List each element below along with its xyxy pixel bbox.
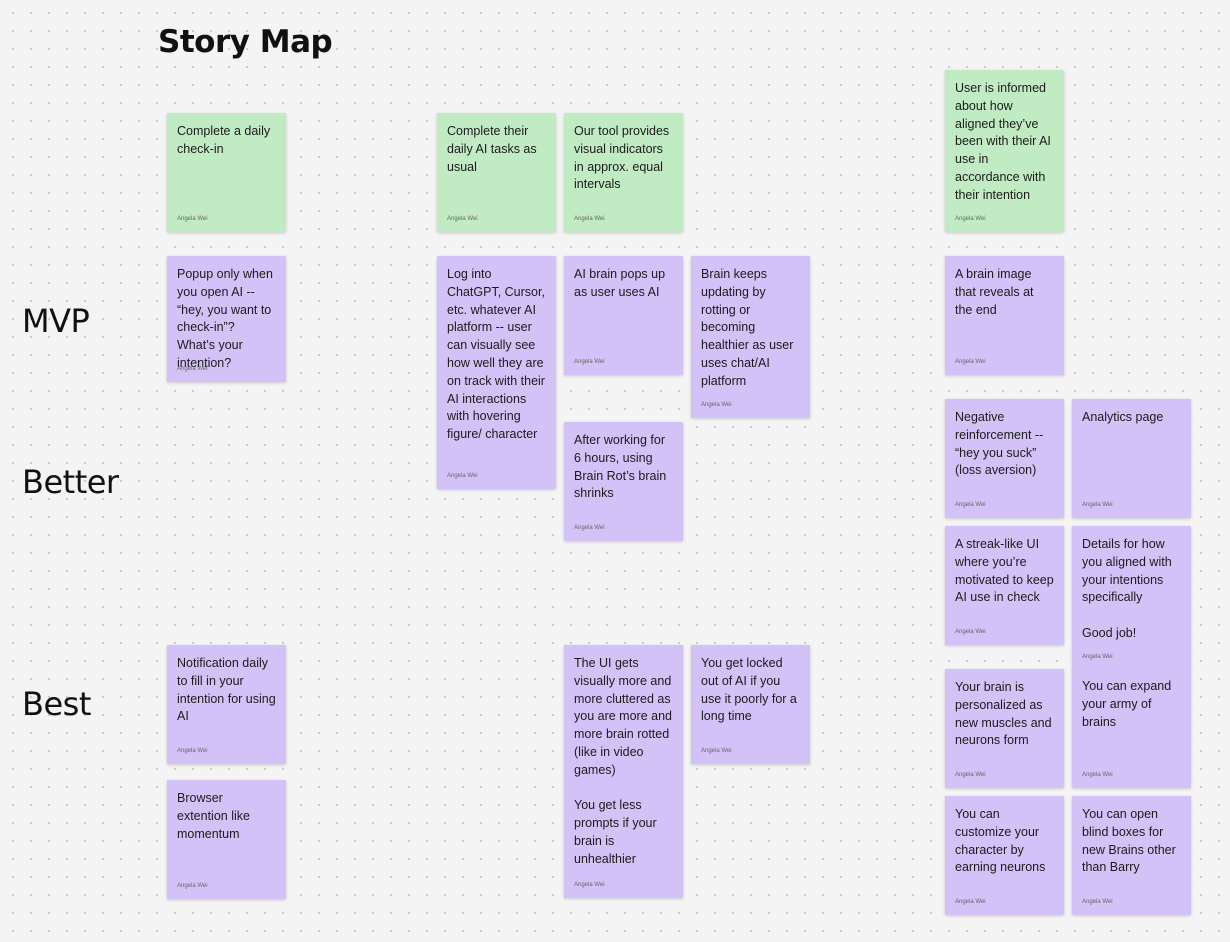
row-label-best: Best [22, 685, 91, 723]
sticky-text: You can customize your character by earn… [955, 807, 1046, 875]
sticky-text: Your brain is personalized as new muscle… [955, 680, 1052, 748]
sticky-note[interactable]: A brain image that reveals at the end An… [945, 256, 1064, 375]
sticky-note[interactable]: Brain keeps updating by rotting or becom… [691, 256, 810, 418]
sticky-author: Angela Wei [574, 882, 605, 888]
sticky-author: Angela Wei [574, 525, 605, 531]
row-label-mvp: MVP [22, 302, 90, 340]
sticky-text: Our tool provides visual indicators in a… [574, 124, 670, 192]
sticky-author: Angela Wei [955, 629, 986, 635]
sticky-author: Angela Wei [701, 748, 732, 754]
sticky-note[interactable]: Complete a daily check-in Angela Wei [167, 113, 286, 232]
sticky-note[interactable]: You can expand your army of brains Angel… [1072, 669, 1191, 788]
sticky-note[interactable]: Analytics page Angela Wei [1072, 399, 1191, 518]
row-label-better: Better [22, 463, 119, 501]
sticky-text: A streak-like UI where you’re motivated … [955, 537, 1054, 605]
sticky-author: Angela Wei [955, 216, 986, 222]
sticky-text: User is informed about how aligned they’… [955, 81, 1051, 202]
sticky-note[interactable]: Notification daily to fill in your inten… [167, 645, 286, 764]
sticky-text: Complete a daily check-in [177, 124, 271, 156]
sticky-author: Angela Wei [1082, 654, 1113, 660]
sticky-author: Angela Wei [177, 883, 208, 889]
sticky-text: AI brain pops up as user uses AI [574, 267, 666, 299]
sticky-author: Angela Wei [955, 502, 986, 508]
sticky-author: Angela Wei [1082, 899, 1113, 905]
sticky-author: Angela Wei [177, 748, 208, 754]
sticky-text: Negative reinforcement -- “hey you suck”… [955, 410, 1044, 478]
sticky-note[interactable]: User is informed about how aligned they’… [945, 70, 1064, 232]
sticky-text: Log into ChatGPT, Cursor, etc. whatever … [447, 267, 545, 442]
sticky-note[interactable]: Negative reinforcement -- “hey you suck”… [945, 399, 1064, 518]
sticky-note[interactable]: Your brain is personalized as new muscle… [945, 669, 1064, 788]
sticky-author: Angela Wei [574, 216, 605, 222]
sticky-text: Notification daily to fill in your inten… [177, 656, 276, 724]
sticky-note[interactable]: Details for how you aligned with your in… [1072, 526, 1191, 788]
sticky-text: Complete their daily AI tasks as usual [447, 124, 537, 174]
sticky-note[interactable]: The UI gets visually more and more clutt… [564, 645, 683, 898]
sticky-text: A brain image that reveals at the end [955, 267, 1034, 317]
sticky-text: You get locked out of AI if you use it p… [701, 656, 797, 724]
sticky-author: Angela Wei [1082, 502, 1113, 508]
sticky-note[interactable]: Popup only when you open AI -- “hey, you… [167, 256, 286, 382]
sticky-note[interactable]: You get locked out of AI if you use it p… [691, 645, 810, 764]
sticky-text: The UI gets visually more and more clutt… [574, 656, 672, 866]
sticky-text: You can expand your army of brains [1082, 679, 1172, 729]
sticky-author: Angela Wei [447, 216, 478, 222]
sticky-author: Angela Wei [955, 772, 986, 778]
sticky-note[interactable]: Browser extention like momentum Angela W… [167, 780, 286, 899]
sticky-text: Brain keeps updating by rotting or becom… [701, 267, 794, 388]
sticky-note[interactable]: AI brain pops up as user uses AI Angela … [564, 256, 683, 375]
sticky-author: Angela Wei [574, 359, 605, 365]
sticky-note[interactable]: After working for 6 hours, using Brain R… [564, 422, 683, 541]
board-title: Story Map [158, 24, 333, 60]
sticky-text: Browser extention like momentum [177, 791, 250, 841]
sticky-author: Angela Wei [177, 366, 208, 372]
sticky-text: After working for 6 hours, using Brain R… [574, 433, 667, 501]
sticky-text: Analytics page [1082, 410, 1164, 424]
sticky-note[interactable]: You can customize your character by earn… [945, 796, 1064, 915]
sticky-text: Details for how you aligned with your in… [1082, 537, 1172, 640]
sticky-author: Angela Wei [955, 899, 986, 905]
sticky-author: Angela Wei [701, 402, 732, 408]
sticky-note[interactable]: You can open blind boxes for new Brains … [1072, 796, 1191, 915]
sticky-note[interactable]: Complete their daily AI tasks as usual A… [437, 113, 556, 232]
sticky-note[interactable]: Our tool provides visual indicators in a… [564, 113, 683, 232]
sticky-author: Angela Wei [1082, 772, 1113, 778]
sticky-note[interactable]: Log into ChatGPT, Cursor, etc. whatever … [437, 256, 556, 489]
sticky-author: Angela Wei [955, 359, 986, 365]
sticky-text: You can open blind boxes for new Brains … [1082, 807, 1176, 875]
sticky-note[interactable]: A streak-like UI where you’re motivated … [945, 526, 1064, 645]
sticky-author: Angela Wei [447, 473, 478, 479]
sticky-author: Angela Wei [177, 216, 208, 222]
sticky-text: Popup only when you open AI -- “hey, you… [177, 267, 273, 370]
